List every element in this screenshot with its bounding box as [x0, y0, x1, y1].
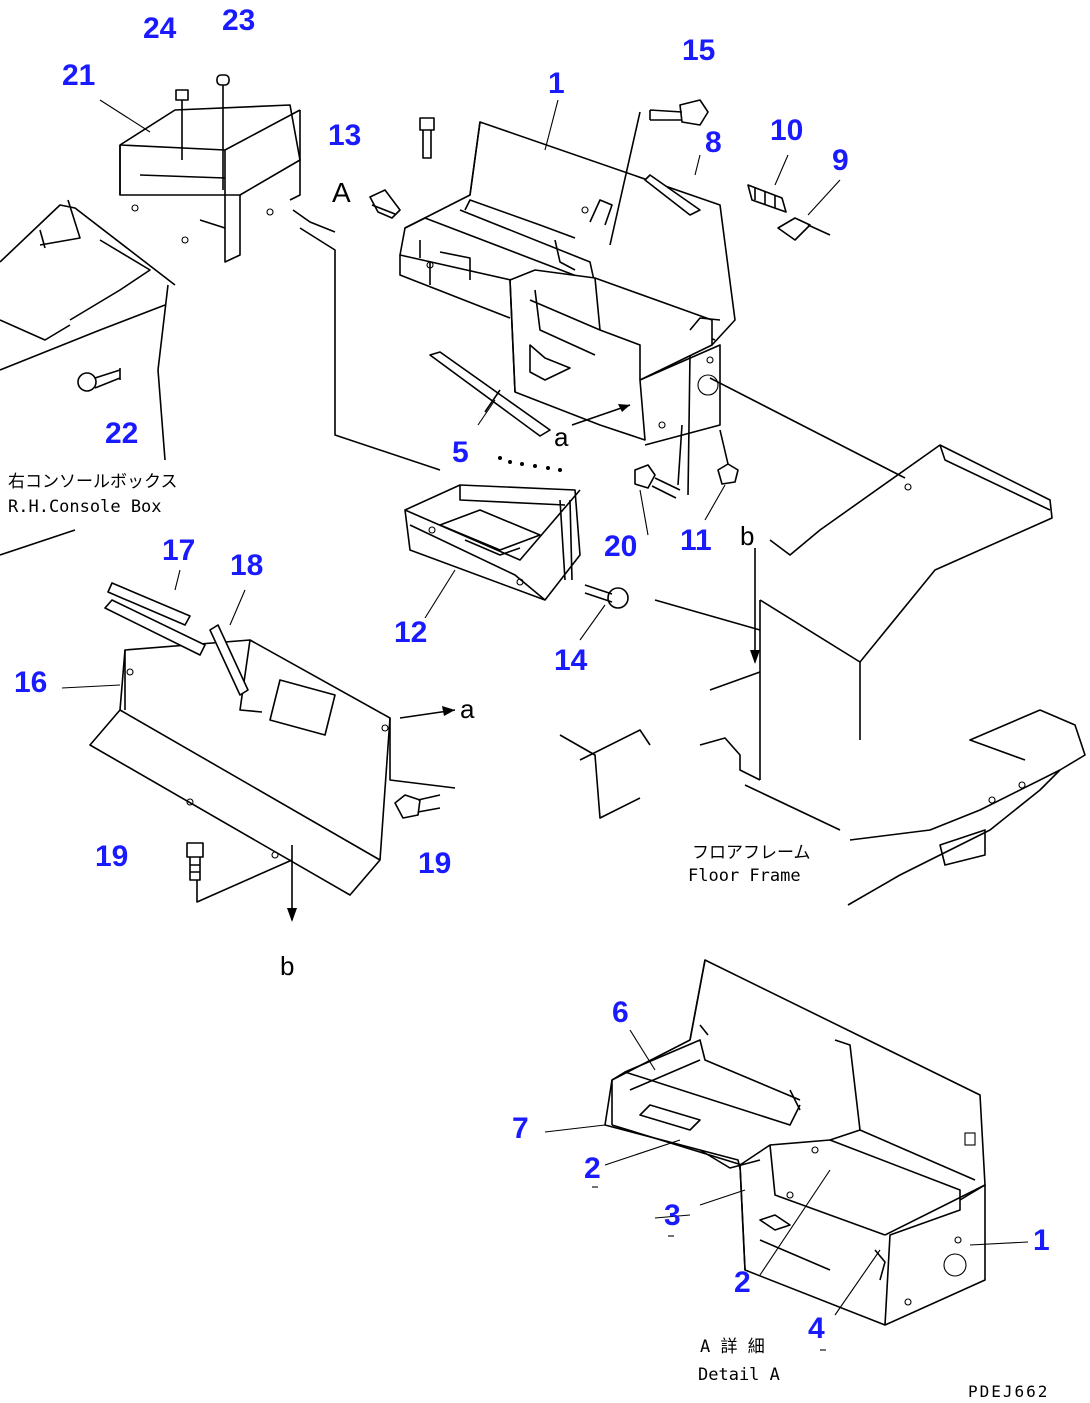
arrow-a-upper: [571, 404, 631, 426]
callout-5: 5: [452, 436, 469, 469]
callout-1-upper: 1: [548, 67, 565, 100]
callout-1-detail: 1: [1033, 1224, 1050, 1257]
detail-a-bracket: [604, 959, 986, 1326]
callout-6: 6: [612, 996, 629, 1029]
callout-ticks: [592, 1186, 826, 1351]
view-a-arrow: [369, 189, 401, 219]
arrow-a-lower: [399, 706, 456, 719]
part-24-bolt: [175, 89, 189, 160]
part-5-bar: [429, 351, 551, 437]
part-9-nut: [777, 217, 831, 241]
part-15-bolt: [609, 99, 709, 246]
arrow-b-lower: [287, 845, 297, 922]
callout-19-left: 19: [95, 840, 128, 873]
callout-16: 16: [14, 666, 47, 699]
callout-9: 9: [832, 144, 849, 177]
part-17-strip: [104, 582, 206, 656]
floor-frame: [559, 377, 1086, 906]
part-21-cover: [119, 104, 336, 263]
arrow-b-label-upper: b: [740, 521, 754, 551]
arrow-b-label-lower: b: [280, 951, 294, 981]
callout-7: 7: [512, 1112, 529, 1145]
callout-2-lower: 2: [734, 1266, 751, 1299]
callout-10: 10: [770, 114, 803, 147]
leader-lines: [61, 99, 1029, 1316]
arrow-b-upper: [750, 548, 760, 664]
callout-4: 4: [808, 1312, 825, 1345]
drawing-code: PDEJ662: [968, 1382, 1049, 1401]
part-11-nut: [717, 429, 739, 485]
arrow-a-label-lower: a: [460, 694, 475, 724]
callout-21: 21: [62, 59, 95, 92]
callout-18: 18: [230, 549, 263, 582]
callout-2-upper: 2: [584, 1152, 601, 1185]
part-20-bolt: [634, 354, 691, 499]
floor-frame-label-jp: フロアフレーム: [692, 843, 811, 863]
view-a-label: A: [332, 177, 351, 208]
callout-13: 13: [328, 119, 361, 152]
part-14-bolt: [584, 584, 629, 609]
part-19-bolt-left: [186, 842, 293, 903]
part-18-strip: [209, 624, 249, 696]
part-8-strip: [644, 174, 701, 216]
callout-3: 3: [664, 1199, 681, 1232]
detail-a-label-en: Detail A: [698, 1365, 780, 1385]
detail-a-label-jp: A 詳 細: [700, 1337, 765, 1357]
floor-frame-label-en: Floor Frame: [688, 866, 801, 886]
part-13-bolt: [419, 117, 435, 159]
console-box-label-jp: 右コンソールボックス: [8, 472, 178, 492]
callout-17: 17: [162, 534, 195, 567]
callout-19-right: 19: [418, 847, 451, 880]
part-22-bolt: [77, 368, 121, 392]
part-23-pin: [216, 74, 230, 190]
console-box-label-en: R.H.Console Box: [8, 497, 162, 517]
part-16-panel: [89, 639, 456, 896]
part-19-bolt-right: [394, 794, 441, 819]
hole-markers: [498, 456, 562, 472]
part-12-plate: [404, 484, 581, 601]
callout-8: 8: [705, 126, 722, 159]
callout-24: 24: [143, 12, 177, 45]
part-10-bolt: [747, 184, 787, 213]
rh-console-box: [0, 199, 176, 556]
callout-12: 12: [394, 616, 427, 649]
arrow-a-label-upper: a: [554, 422, 569, 452]
callout-14: 14: [554, 644, 588, 677]
callout-22: 22: [105, 417, 138, 450]
callout-20: 20: [604, 530, 637, 563]
callout-11: 11: [680, 524, 712, 557]
callout-15: 15: [682, 34, 715, 67]
callout-23: 23: [222, 4, 255, 37]
part-1-bracket: [399, 121, 736, 446]
